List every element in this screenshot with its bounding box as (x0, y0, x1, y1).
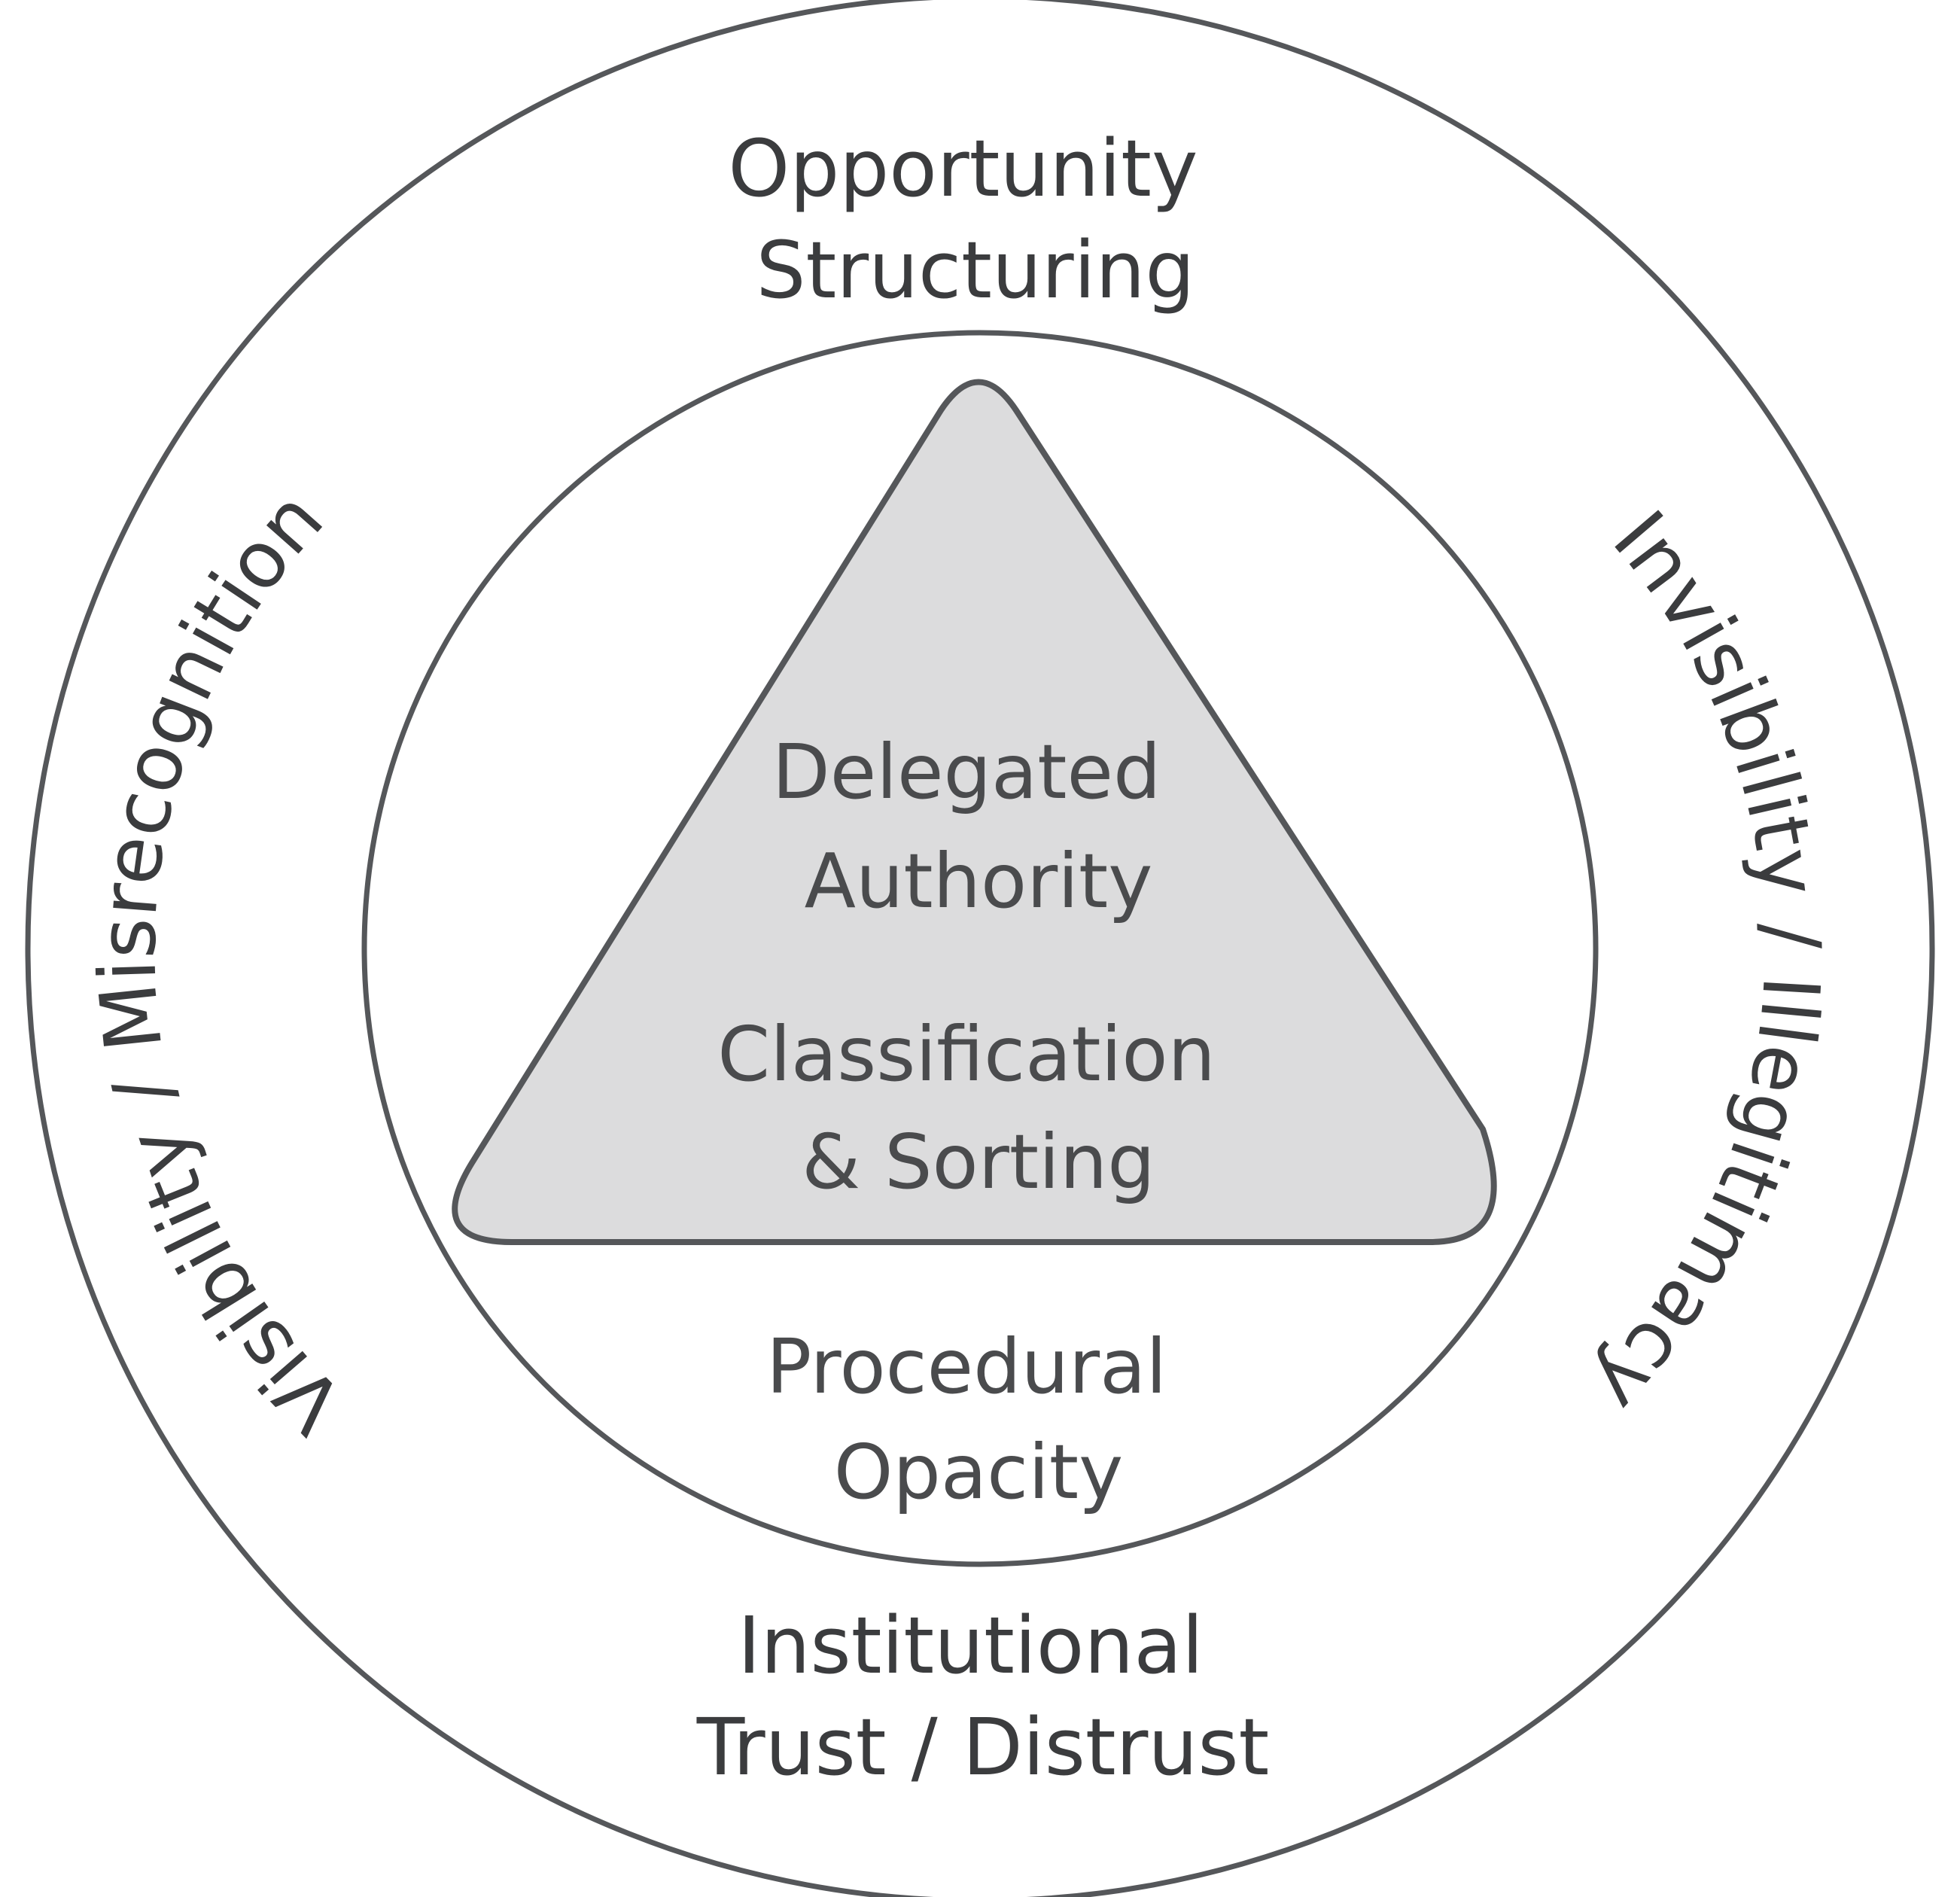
outer-ring (25, 0, 1935, 1897)
outer-bottom-label: Institutional Trust / Distrust (696, 1600, 1270, 1793)
outer-bottom-line-1: Institutional (738, 1600, 1204, 1691)
triangle-top-line-2: Authority (805, 837, 1153, 925)
triangle-top-label: Delegated Authority (772, 728, 1185, 925)
outer-bottom-line-2: Trust / Distrust (696, 1701, 1270, 1793)
triangle-bottom-line-2: & Sorting (802, 1118, 1155, 1206)
outer-left-label: Visibility / Misrecognition (81, 473, 361, 1451)
inner-ring (361, 330, 1599, 1567)
outer-top-label: Opportunity Structuring (728, 123, 1222, 316)
inner-bottom-label: Procedural Opacity (766, 1323, 1191, 1516)
triangle-top-line-1: Delegated (772, 728, 1161, 816)
center-triangle (452, 379, 1497, 1245)
outer-right-label-path: Invisibility / Illegitimacy (1576, 494, 1838, 1430)
triangle-bottom-line-1: Classification (717, 1010, 1216, 1098)
outer-right-label: Invisibility / Illegitimacy (1576, 494, 1838, 1430)
inner-bottom-line-1: Procedural (766, 1323, 1167, 1411)
outer-left-label-path: Visibility / Misrecognition (81, 473, 361, 1451)
triangle-bottom-label: Classification & Sorting (717, 1010, 1239, 1206)
outer-top-line-1: Opportunity (728, 123, 1198, 215)
inner-bottom-line-2: Opacity (834, 1428, 1124, 1516)
outer-top-line-2: Structuring (756, 224, 1195, 316)
